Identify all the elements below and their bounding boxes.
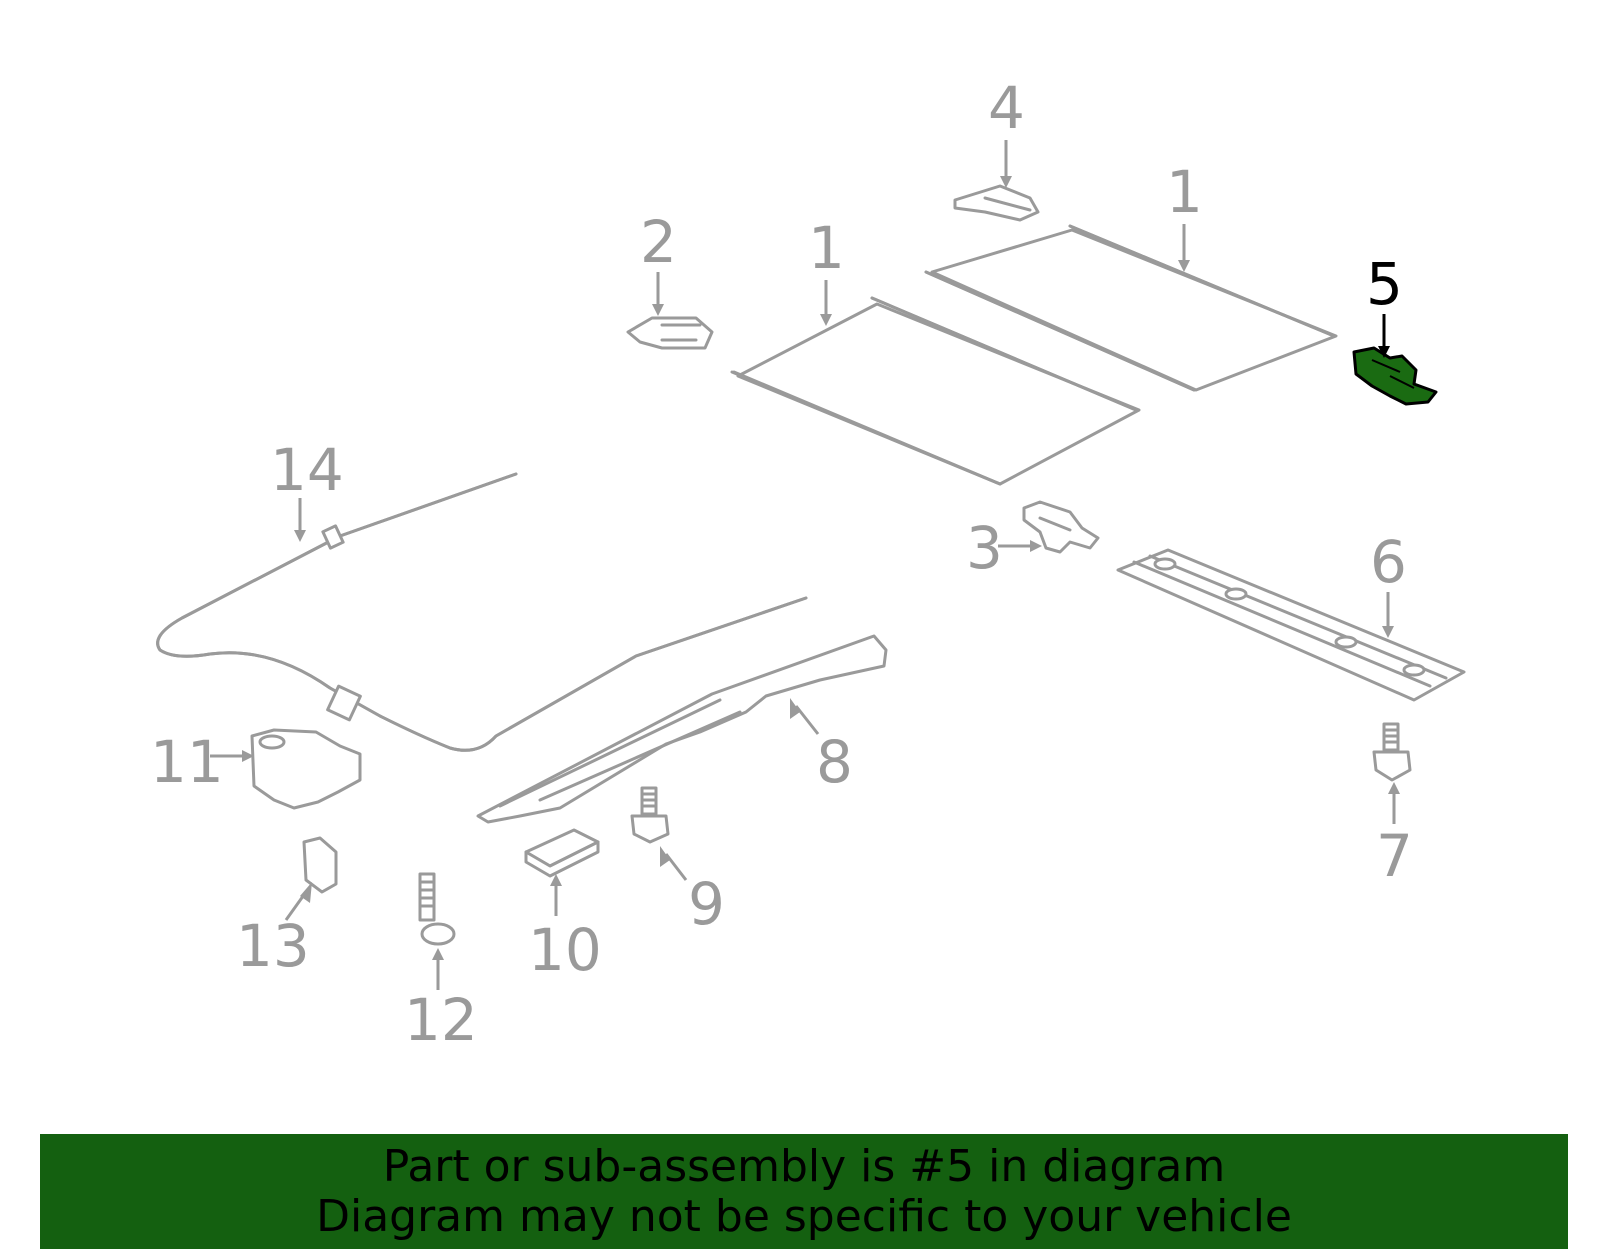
rail-part-8 <box>476 634 888 824</box>
callout-7: 7 <box>1376 822 1413 890</box>
callout-4: 4 <box>988 74 1025 142</box>
callout-1-front: 1 <box>808 214 845 282</box>
callout-1-rear: 1 <box>1166 158 1203 226</box>
motor-part-11 <box>250 728 362 810</box>
pad-part-10 <box>524 828 600 878</box>
callout-8: 8 <box>816 728 853 796</box>
rail-part-6 <box>1116 548 1466 702</box>
sunshade-rear <box>924 224 1338 392</box>
callout-12: 12 <box>404 986 478 1054</box>
callout-11: 11 <box>150 728 224 796</box>
callout-13: 13 <box>236 912 310 980</box>
bolt-part-7 <box>1372 722 1412 782</box>
callout-6: 6 <box>1370 528 1407 596</box>
callout-arrows <box>210 140 1400 990</box>
parts-diagram: 1 1 2 3 4 5 6 7 8 9 10 11 12 13 14 <box>150 74 1466 1054</box>
banner-line-2: Diagram may not be specific to your vehi… <box>316 1191 1292 1242</box>
bolt-part-9 <box>630 786 670 844</box>
clip-part-2 <box>626 316 714 350</box>
callout-labels: 1 1 2 3 4 5 6 7 8 9 10 11 12 13 14 <box>150 74 1413 1054</box>
clip-part-4 <box>953 184 1040 222</box>
callout-14: 14 <box>270 436 344 504</box>
callout-9: 9 <box>688 870 725 938</box>
sunshade-front <box>730 296 1141 486</box>
clip-part-13 <box>302 836 338 894</box>
callout-3: 3 <box>966 514 1003 582</box>
banner-line-1: Part or sub-assembly is #5 in diagram <box>382 1141 1226 1192</box>
callout-2: 2 <box>640 208 677 276</box>
callout-5: 5 <box>1366 250 1403 318</box>
callout-10: 10 <box>528 916 602 984</box>
guide-part-3 <box>1022 500 1100 554</box>
screw-part-12 <box>418 872 456 946</box>
info-banner: Part or sub-assembly is #5 in diagram Di… <box>40 1134 1568 1249</box>
bracket-part-5-highlighted <box>1352 346 1438 406</box>
frame-part-14 <box>156 472 808 752</box>
